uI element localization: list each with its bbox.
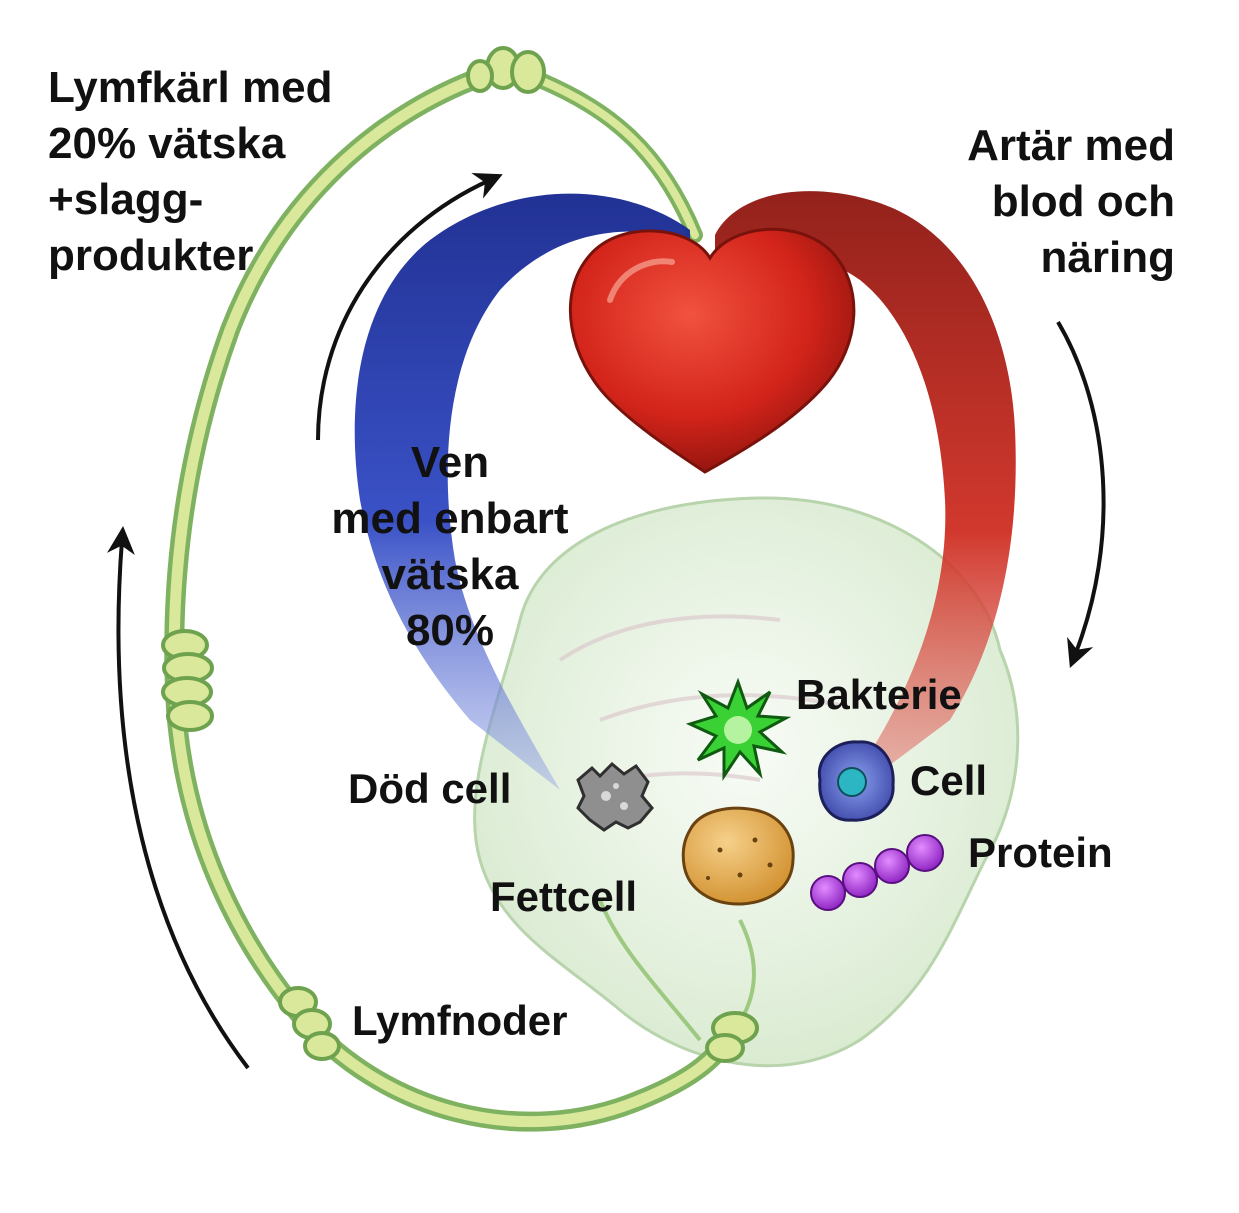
label-vein: Ven med enbart vätska 80% [290,435,610,659]
label-artery-line-2: blod och [991,176,1175,226]
lymph-node-bottom [278,986,341,1061]
label-bacteria: Bakterie [796,671,962,718]
artery [715,191,1016,811]
label-artery-line-1: Artär med [967,121,1175,170]
lymph-node-right [705,1011,759,1063]
label-protein: Protein [968,829,1113,876]
label-lymph-nodes: Lymfnoder [352,997,568,1044]
heart-icon [568,227,856,474]
label-vein-line-4: 80% [405,605,495,655]
label-lymph-vessel-line-3: +slagg- [48,174,204,224]
flow-arrow-lymph [106,526,250,1070]
label-fat-cell: Fettcell [490,873,638,920]
label-lymph-vessel-line-2: 20% vätska [48,118,286,168]
flow-arrow-artery [1056,320,1106,669]
label-vein-line-2: med enbart [331,493,569,543]
label-lymph-vessel-line-1: Lymfkärl med [48,63,333,112]
label-artery-line-3: näring [1040,232,1175,282]
bacteria-icon [685,677,792,781]
vein [354,193,690,790]
lymph-node-top [466,46,546,94]
label-artery: Artär med blod och näring [890,118,1175,286]
label-vein-line-1: Ven [410,438,490,487]
label-vein-line-3: vätska [381,549,519,599]
protein-icon [810,834,944,911]
label-dead-cell: Död cell [348,765,512,812]
fat-cell-icon [681,806,795,906]
label-cell: Cell [910,757,988,804]
cell-icon [817,740,895,822]
label-lymph-vessel-line-4: produkter [48,230,254,280]
flow-arrow-vein [316,173,503,441]
lymph-vessel [164,62,756,1132]
label-lymph-vessel: Lymfkärl med 20% vätska +slagg- produkte… [48,60,332,284]
lymph-node-left [161,629,214,732]
dead-cell-icon [576,761,654,832]
